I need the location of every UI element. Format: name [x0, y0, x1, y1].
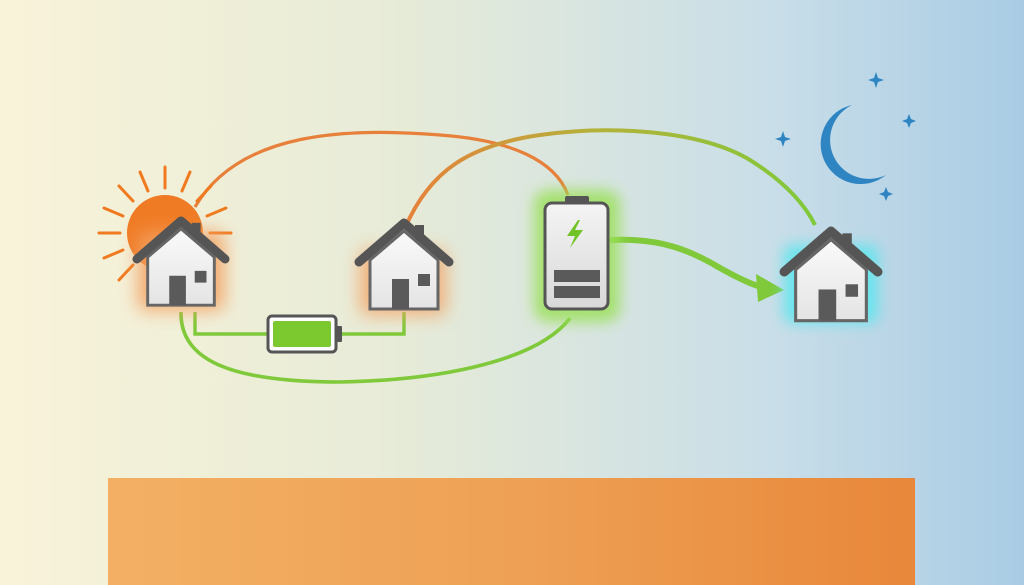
small-battery-charge-level — [273, 321, 331, 347]
night-home — [784, 231, 878, 323]
star-icon — [775, 72, 916, 201]
solar-home — [137, 221, 225, 310]
green-link-solar-to-small-battery — [193, 312, 268, 336]
small-battery — [266, 314, 342, 354]
mixed-arc-neighbor-to-night-home — [403, 128, 817, 229]
house-icon — [784, 231, 878, 320]
green-arrow-battery-to-night-home — [609, 236, 784, 302]
orange-arc-solar-to-battery — [193, 130, 570, 208]
green-link-small-battery-to-neighbor — [341, 312, 406, 336]
green-loop-solar-to-battery — [179, 311, 572, 384]
storage-battery — [534, 190, 620, 322]
moon-icon — [820, 105, 886, 185]
house-icon — [359, 223, 449, 309]
neighbor-home — [359, 223, 449, 315]
lightning-bolt-icon — [567, 220, 583, 248]
bottom-banner — [108, 478, 915, 585]
